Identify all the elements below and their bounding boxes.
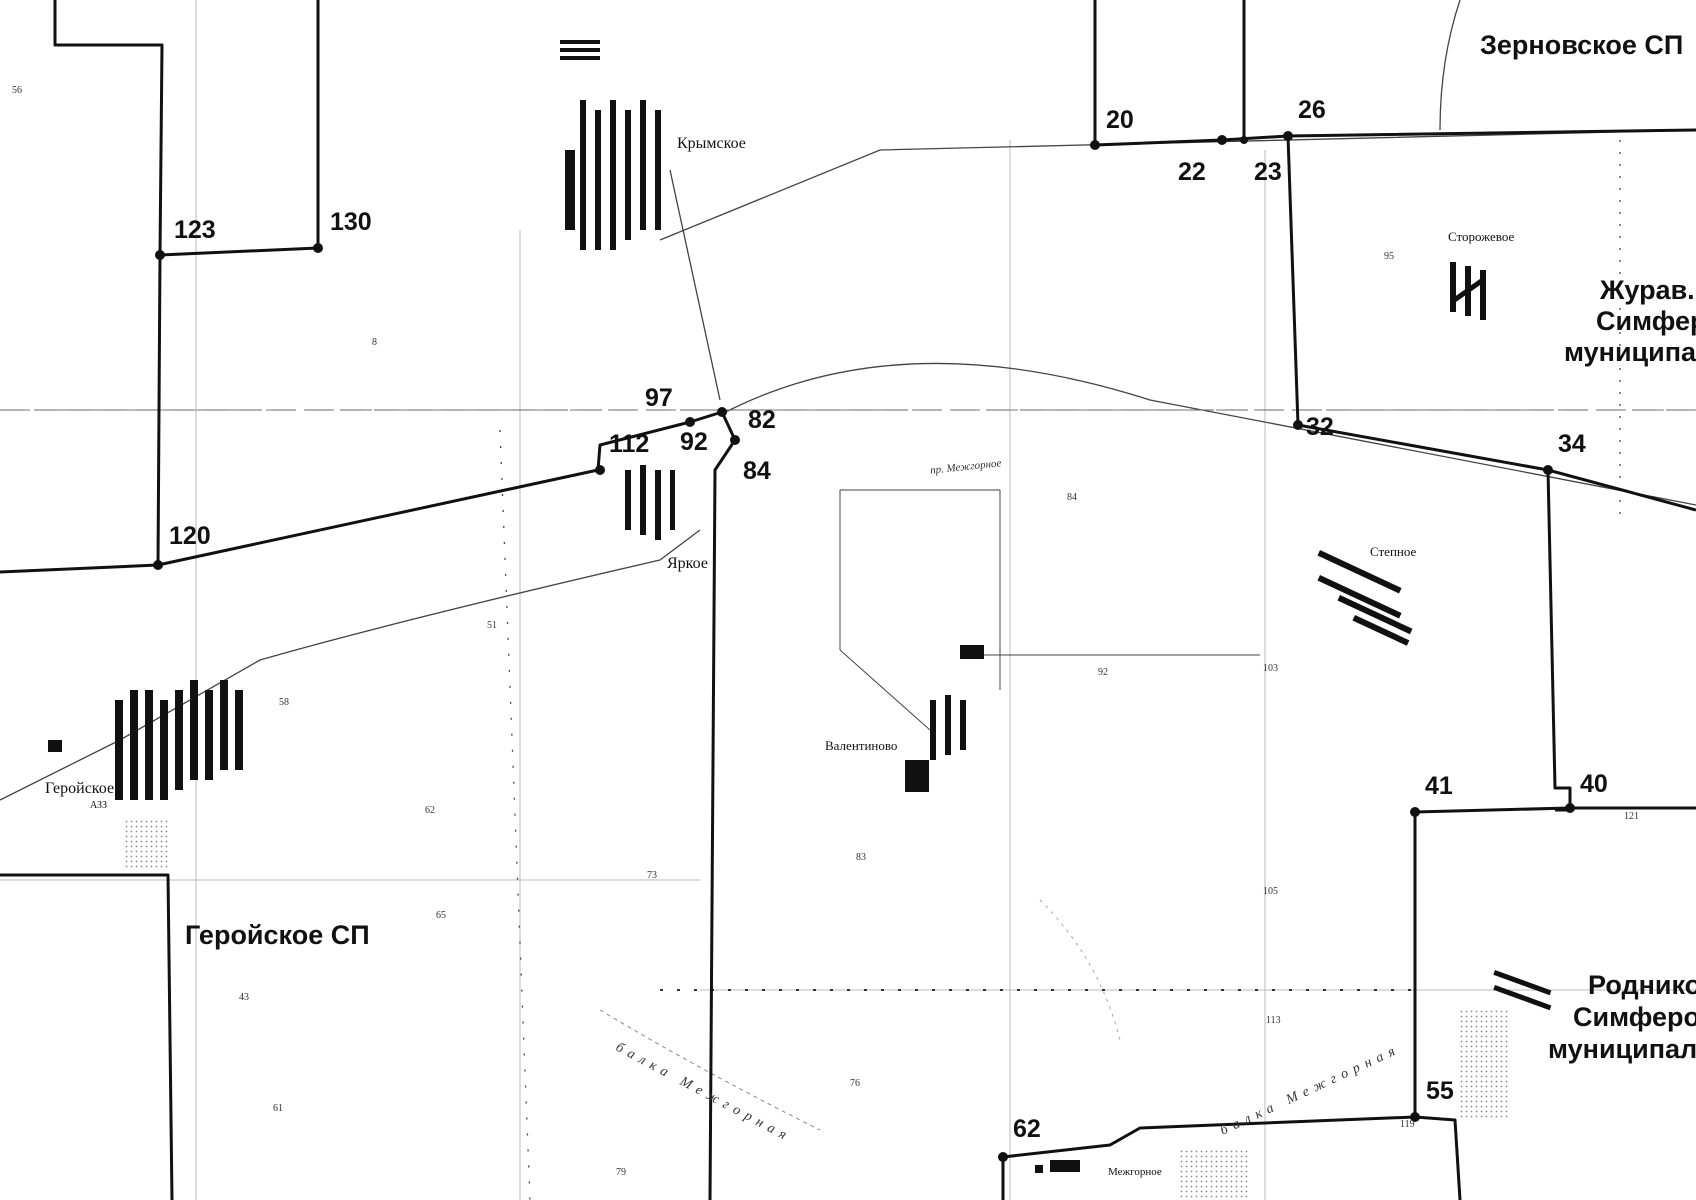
village-label-krymskoe: Крымское <box>677 135 746 152</box>
region-label-zhurav-1: Журав. <box>1600 275 1695 305</box>
point-label-123: 123 <box>174 216 216 244</box>
point-label-120: 120 <box>169 522 211 550</box>
point-label-22: 22 <box>1178 158 1206 186</box>
grid-number: 95 <box>1384 251 1394 262</box>
grid-number: 43 <box>239 992 249 1003</box>
balka-line <box>599 1009 821 1131</box>
point-label-130: 130 <box>330 208 372 236</box>
village-label-valentinovo: Валентиново <box>825 738 898 753</box>
grid-number: 79 <box>616 1167 626 1178</box>
field-patches <box>125 820 1510 1200</box>
point-label-20: 20 <box>1106 106 1134 134</box>
point-label-97: 97 <box>645 384 673 412</box>
point-label-40: 40 <box>1580 770 1608 798</box>
region-label-zhurav-2: Симфер <box>1596 306 1696 336</box>
grid-number: 56 <box>12 85 22 96</box>
settlement-blocks <box>48 40 1552 1173</box>
point-label-26: 26 <box>1298 96 1326 124</box>
grid-number: 58 <box>279 697 289 708</box>
grid-number: 65 <box>436 910 446 921</box>
region-label-rodnik-3: муниципал <box>1548 1034 1696 1064</box>
grid-number: 51 <box>487 620 497 631</box>
grid-number: 119 <box>1400 1119 1415 1130</box>
grid-number: 76 <box>850 1078 860 1089</box>
point-label-41: 41 <box>1425 772 1453 800</box>
village-sublabel-geroiskoe: АЗЗ <box>90 800 107 811</box>
region-label-geroiskoe: Геройское СП <box>185 920 370 950</box>
region-label-rodnik-2: Симферо <box>1573 1002 1696 1032</box>
grid-number: 92 <box>1098 667 1108 678</box>
point-label-92: 92 <box>680 428 708 456</box>
point-label-82: 82 <box>748 406 776 434</box>
region-label-rodnik-1: Роднико <box>1588 970 1696 1000</box>
point-label-32: 32 <box>1306 413 1334 441</box>
village-label-stepnoe: Степное <box>1370 544 1417 559</box>
village-label-geroiskoe: Геройское <box>45 780 115 797</box>
boundary-vertices <box>153 131 1575 1162</box>
grid-number: 113 <box>1266 1015 1281 1026</box>
contour-line <box>1039 899 1121 1041</box>
village-label-mezhgornoe: Межгорное <box>1108 1166 1162 1178</box>
village-label-storozhevoe: Сторожевое <box>1448 229 1515 244</box>
grid-number: 84 <box>1067 492 1077 503</box>
point-label-84: 84 <box>743 457 771 485</box>
point-label-112: 112 <box>609 430 650 458</box>
point-label-55: 55 <box>1426 1077 1454 1105</box>
grid-number: 62 <box>425 805 435 816</box>
point-label-62: 62 <box>1013 1115 1041 1143</box>
region-label-zhurav-3: муниципа <box>1564 337 1696 367</box>
village-label-yarkoe: Яркое <box>667 555 708 572</box>
grid-number: 73 <box>647 870 657 881</box>
region-label-zernovskoe: Зерновское СП <box>1480 30 1684 60</box>
grid-number: 83 <box>856 852 866 863</box>
grid-number: 105 <box>1263 886 1278 897</box>
point-label-23: 23 <box>1254 158 1282 186</box>
point-label-34: 34 <box>1558 430 1586 458</box>
grid-number: 8 <box>372 337 377 348</box>
grid-number: 61 <box>273 1103 283 1114</box>
grid-number: 103 <box>1263 663 1278 674</box>
grid-number: 121 <box>1624 811 1639 822</box>
